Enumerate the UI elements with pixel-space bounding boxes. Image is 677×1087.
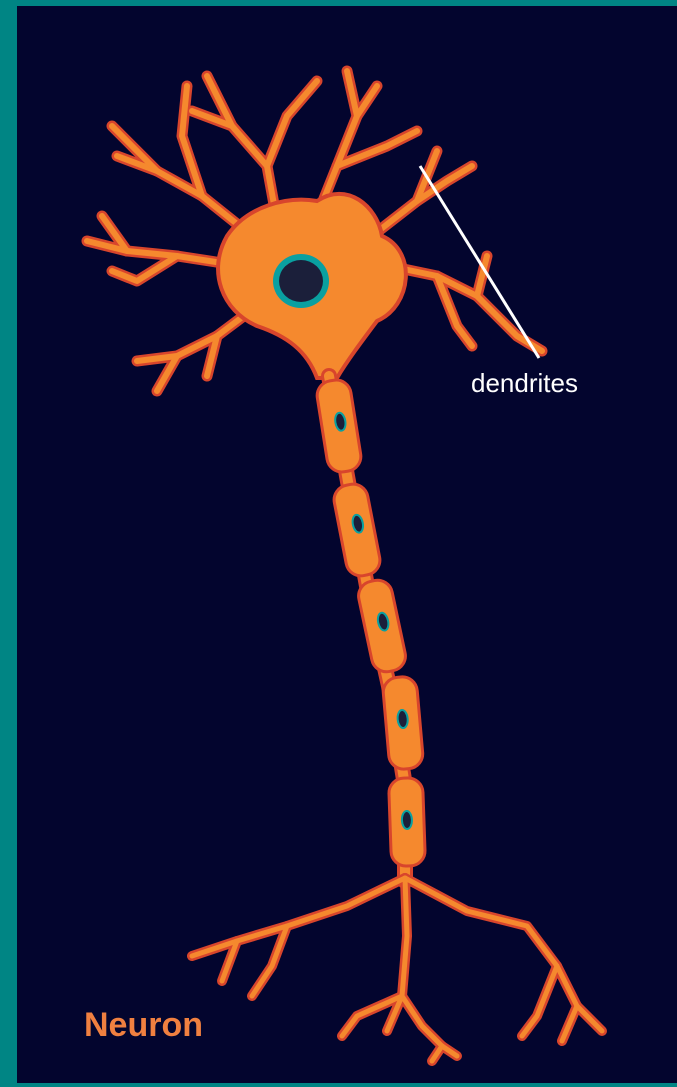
axon-terminals: [192, 878, 602, 1061]
dendrites-label: dendrites: [471, 368, 578, 399]
myelin-sheath: [315, 378, 426, 867]
nucleus: [273, 254, 329, 308]
diagram-panel: dendrites Neuron: [17, 6, 677, 1083]
diagram-title: Neuron: [84, 1006, 203, 1045]
dendrites-pointer-line: [420, 166, 539, 358]
neuron-diagram: [17, 6, 677, 1083]
